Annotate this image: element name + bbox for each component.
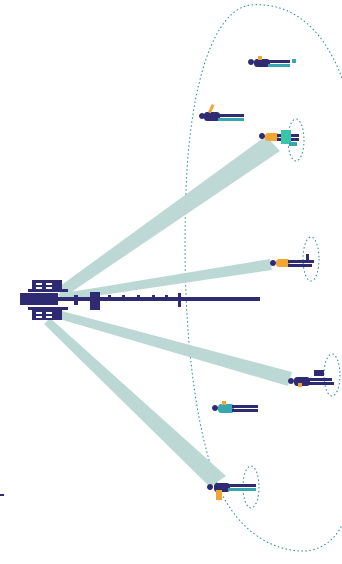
user-served-1 [259, 130, 299, 146]
user-unserved-2 [199, 103, 244, 121]
user-highlight-3 [323, 353, 341, 397]
user-icon [199, 56, 334, 500]
beam-3 [56, 310, 292, 386]
user-highlight-4 [242, 465, 260, 509]
user-served-2 [270, 254, 314, 267]
beam-1 [56, 136, 280, 297]
user-highlight-2 [302, 236, 320, 282]
antenna-icon [20, 280, 260, 320]
beam-4 [44, 318, 226, 487]
edge-mark [0, 494, 4, 496]
user-served-4 [207, 483, 256, 500]
coverage-boundary [184, 4, 342, 552]
user-highlight-1 [287, 118, 305, 162]
user-served-3 [288, 370, 334, 387]
user-highlights [242, 118, 341, 509]
user-unserved-1 [248, 56, 296, 67]
beams [44, 136, 292, 487]
beam-2 [58, 259, 272, 301]
user-unserved-3 [212, 401, 258, 413]
